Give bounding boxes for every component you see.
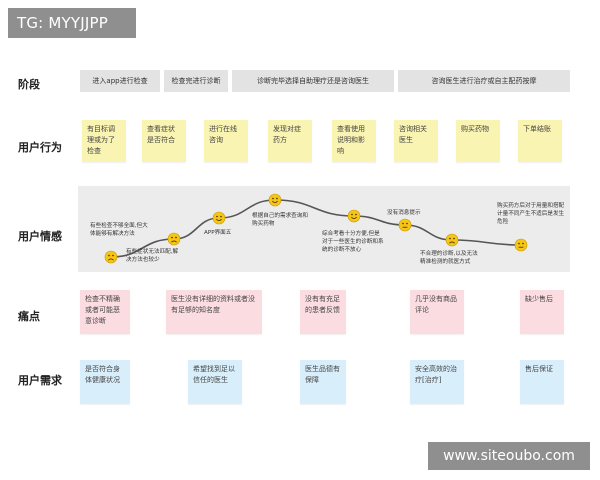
emotion-note: 购买药方后对于用量和搭配计量不同产生不适后是发生危险 [497, 203, 565, 225]
need-note: 是否符合身体健康状况 [80, 360, 130, 404]
emotion-note: 根据自己的需求查询和购买药物 [252, 213, 308, 227]
stage-1: 进入app进行检查 [80, 70, 160, 92]
emotion-note: 有些检查不够全面,但大体能够有解决方法 [90, 223, 148, 237]
behavior-note: 咨询相关医生 [394, 120, 438, 162]
row-label-emotion: 用户情感 [18, 230, 62, 243]
emotion-note: APP界面五 [204, 230, 232, 236]
pain-note: 没有有充足的患者反馈 [300, 290, 346, 334]
sad-face-icon [167, 232, 181, 246]
need-note: 售后保证 [520, 360, 564, 404]
emotion-note: 不合理的诊断,以及无法精准检测的就医方式 [420, 251, 478, 265]
emotion-band [78, 186, 570, 272]
neutral-face-icon [398, 218, 412, 232]
sad-face-icon [445, 233, 459, 247]
emotion-note: 有些症状无法匹配,解决方法也较少 [126, 249, 179, 263]
need-note: 医生品德有保障 [300, 360, 346, 404]
behavior-note: 购买药物 [456, 120, 500, 162]
pain-note: 医生没有详细的资料或者没有足够的知名度 [166, 290, 262, 334]
behavior-note: 下单结账 [518, 120, 562, 162]
neutral-face-icon [514, 238, 528, 252]
source-tag: TG: MYYJJPP [8, 8, 136, 38]
behavior-note: 查看症状是否符合 [142, 120, 186, 162]
sad-face-icon [104, 250, 118, 264]
behavior-note: 发现对症药方 [268, 120, 312, 162]
emotion-note: 没有消息提示 [387, 210, 421, 216]
need-note: 安全高效的治疗[治疗] [410, 360, 464, 404]
behavior-note: 有目标调理或为了检查 [82, 120, 126, 162]
behavior-note: 进行在线咨询 [204, 120, 248, 162]
need-note: 希望找到足以信任的医生 [188, 360, 242, 404]
pain-note: 缺少售后 [520, 290, 564, 334]
happy-face-icon [268, 193, 282, 207]
row-label-behavior: 用户行为 [18, 141, 62, 154]
site-watermark: www.siteoubo.com [428, 442, 590, 470]
stage-3: 诊断完毕选择自助理疗还是咨询医生 [232, 70, 394, 92]
emotion-note: 综合考看十分方便,但是对于一些医生的诊断和系统的诊断不放心 [322, 231, 384, 253]
stage-2: 检查完进行诊断 [164, 70, 228, 92]
stage-4: 咨询医生进行治疗或自主配药按摩 [398, 70, 570, 92]
happy-face-icon [212, 211, 226, 225]
row-label-pain: 痛点 [18, 310, 40, 323]
row-label-stage: 阶段 [18, 78, 40, 91]
behavior-note: 查看使用说明和影响 [332, 120, 376, 162]
pain-note: 几乎没有商品评论 [410, 290, 464, 334]
happy-face-icon [347, 209, 361, 223]
row-label-need: 用户需求 [18, 374, 62, 387]
pain-note: 检查不精确或者可能恶意诊断 [80, 290, 130, 334]
